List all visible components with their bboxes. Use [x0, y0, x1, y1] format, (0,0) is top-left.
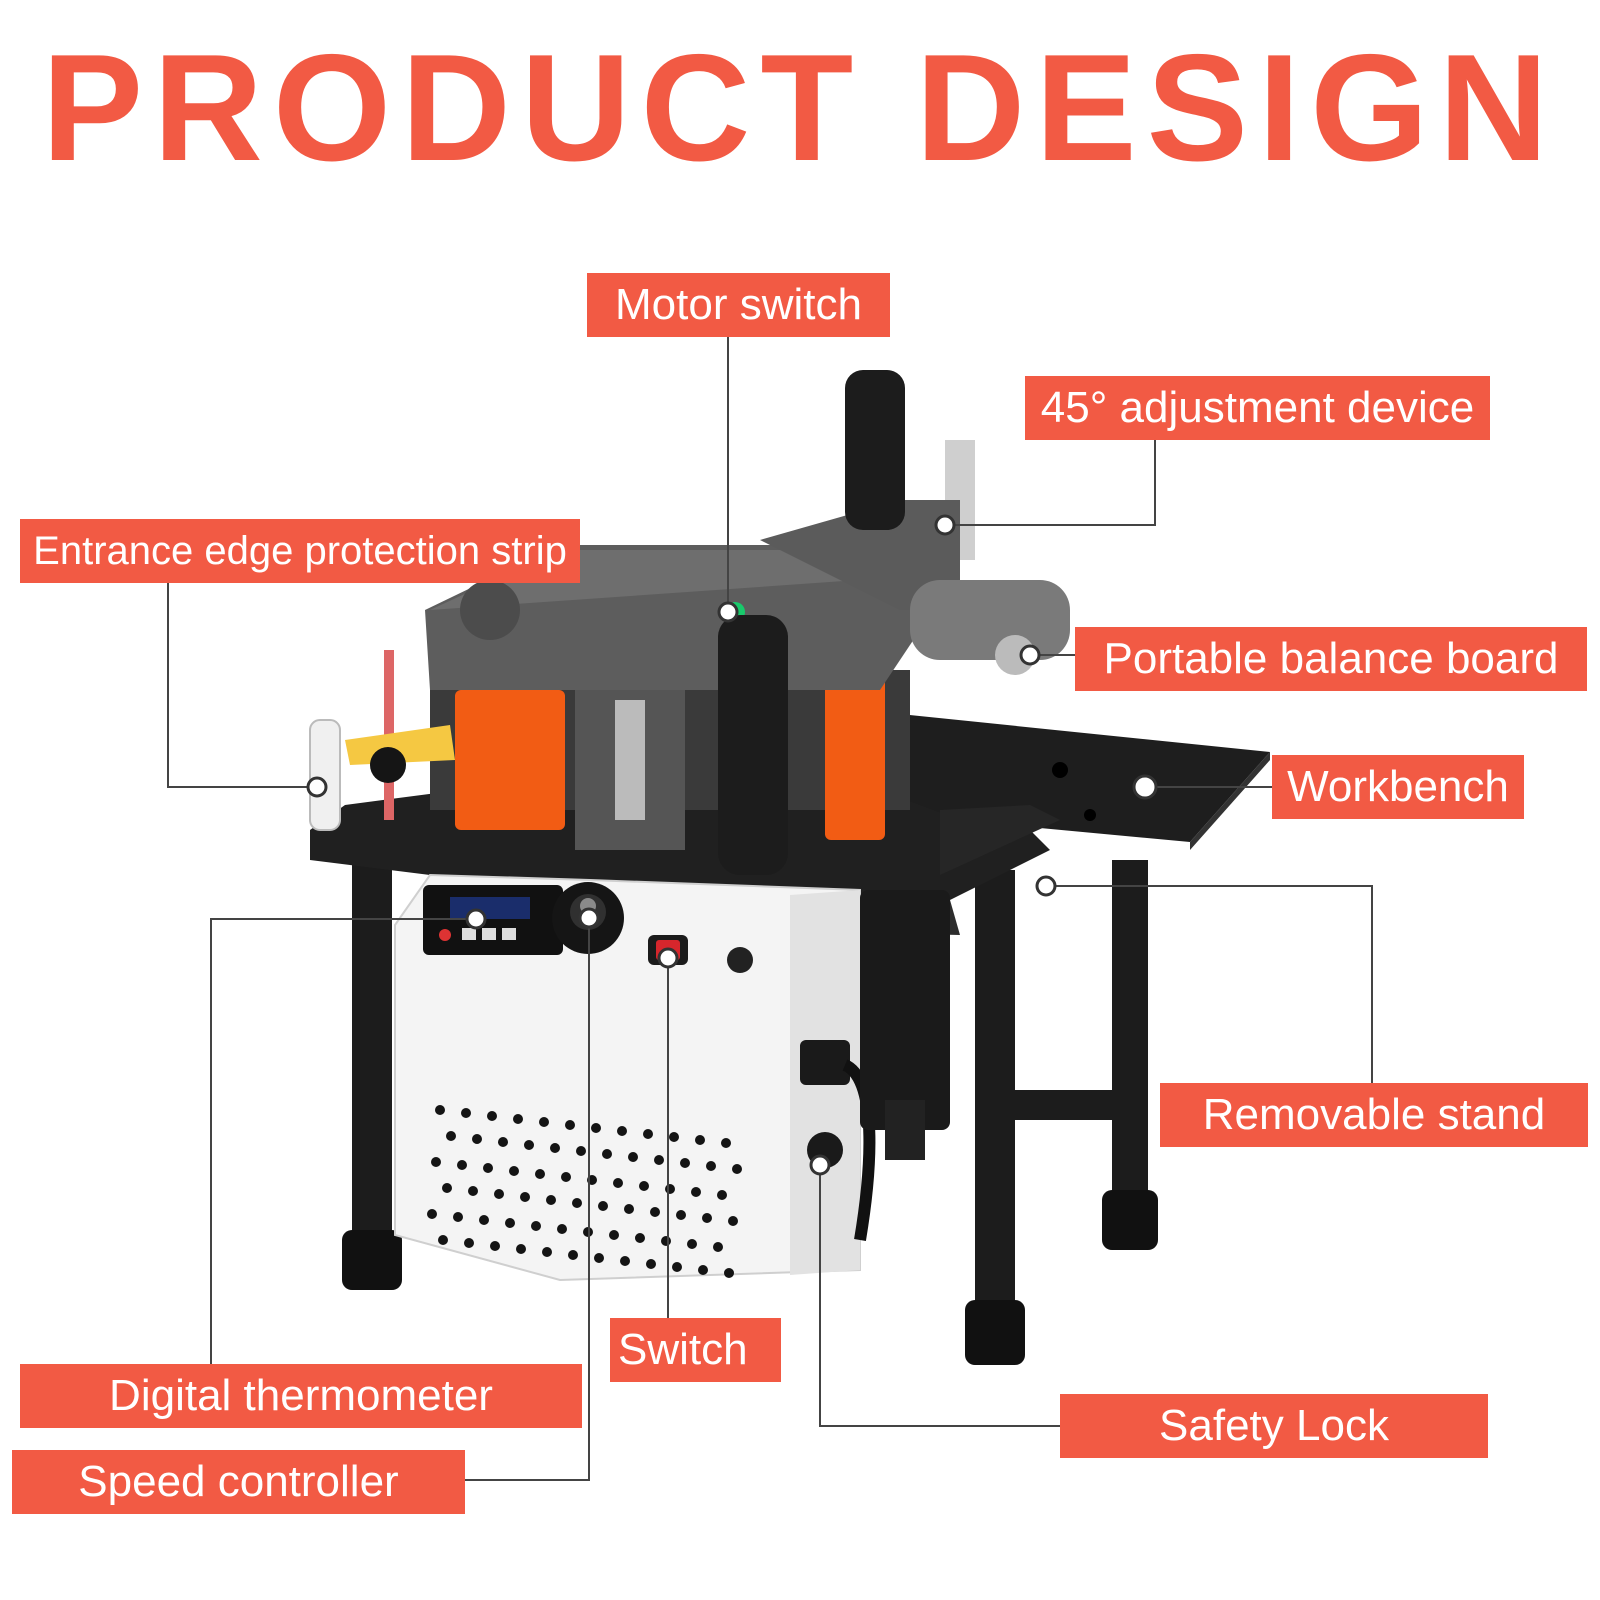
vent-hole: [609, 1230, 619, 1240]
vent-hole: [494, 1189, 504, 1199]
workbench-label: Workbench: [1272, 755, 1524, 819]
page-title: PRODUCT DESIGN: [41, 23, 1559, 193]
vent-hole: [531, 1221, 541, 1231]
vent-hole: [490, 1241, 500, 1251]
callout-dots: [306, 514, 1158, 1176]
vent-hole: [687, 1239, 697, 1249]
vent-hole: [468, 1186, 478, 1196]
vent-hole: [672, 1262, 682, 1272]
vent-hole: [457, 1160, 467, 1170]
vent-hole: [427, 1209, 437, 1219]
vent-hole: [591, 1123, 601, 1133]
vent-hole: [442, 1183, 452, 1193]
vent-hole: [557, 1224, 567, 1234]
vent-hole: [732, 1164, 742, 1174]
entrance-guide-illustration: [309, 650, 455, 831]
vent-hole: [542, 1247, 552, 1257]
vent-hole: [568, 1250, 578, 1260]
vent-hole: [646, 1259, 656, 1269]
control-box-illustration: [394, 873, 876, 1282]
vent-hole: [539, 1117, 549, 1127]
vent-hole: [628, 1152, 638, 1162]
vent-hole: [713, 1242, 723, 1252]
handle-illustration: [718, 370, 905, 875]
vent-hole: [435, 1105, 445, 1115]
vent-hole: [472, 1134, 482, 1144]
vent-hole: [728, 1216, 738, 1226]
vent-hole: [546, 1195, 556, 1205]
vent-hole: [598, 1201, 608, 1211]
removable-stand-illustration: [342, 860, 1158, 1365]
vent-hole: [464, 1238, 474, 1248]
vent-hole: [453, 1212, 463, 1222]
digital-thermometer-label: Digital thermometer: [20, 1364, 582, 1428]
vent-hole: [487, 1111, 497, 1121]
vent-hole: [721, 1138, 731, 1148]
portable-balance-board-label: Portable balance board: [1075, 627, 1587, 691]
vent-hole: [639, 1181, 649, 1191]
removable-stand-label: Removable stand: [1160, 1083, 1588, 1147]
vent-hole: [695, 1135, 705, 1145]
vent-hole: [524, 1140, 534, 1150]
vent-hole: [516, 1244, 526, 1254]
entrance-edge-protection-strip-label: Entrance edge protection strip: [20, 519, 580, 583]
switch-label: Switch: [610, 1318, 781, 1382]
speed-controller-label: Speed controller: [12, 1450, 465, 1514]
vent-hole: [572, 1198, 582, 1208]
vent-hole: [520, 1192, 530, 1202]
vent-hole: [513, 1114, 523, 1124]
vent-hole: [643, 1129, 653, 1139]
vent-hole: [691, 1187, 701, 1197]
vent-hole: [535, 1169, 545, 1179]
vent-hole: [635, 1233, 645, 1243]
vent-hole: [565, 1120, 575, 1130]
vent-hole: [698, 1265, 708, 1275]
vent-hole: [550, 1143, 560, 1153]
vent-hole: [717, 1190, 727, 1200]
motor-illustration: [860, 890, 950, 1160]
vent-hole: [661, 1236, 671, 1246]
vent-hole: [706, 1161, 716, 1171]
vent-hole: [461, 1108, 471, 1118]
vent-hole: [498, 1137, 508, 1147]
vent-hole: [624, 1204, 634, 1214]
vent-holes: [427, 1105, 742, 1278]
vent-hole: [438, 1235, 448, 1245]
vent-hole: [669, 1132, 679, 1142]
safety-lock-label: Safety Lock: [1060, 1394, 1488, 1458]
vent-hole: [576, 1146, 586, 1156]
vent-hole: [561, 1172, 571, 1182]
vent-hole: [483, 1163, 493, 1173]
vent-hole: [724, 1268, 734, 1278]
vent-hole: [617, 1126, 627, 1136]
vent-hole: [431, 1157, 441, 1167]
leader-lines: [167, 337, 1373, 1481]
motor-switch-label: Motor switch: [587, 273, 890, 337]
vent-hole: [650, 1207, 660, 1217]
adjustment-device-label: 45° adjustment device: [1025, 376, 1490, 440]
vent-hole: [446, 1131, 456, 1141]
vent-hole: [620, 1256, 630, 1266]
vent-hole: [680, 1158, 690, 1168]
vent-hole: [594, 1253, 604, 1263]
vent-hole: [479, 1215, 489, 1225]
vent-hole: [654, 1155, 664, 1165]
vent-hole: [613, 1178, 623, 1188]
vent-hole: [505, 1218, 515, 1228]
vent-hole: [665, 1184, 675, 1194]
vent-hole: [676, 1210, 686, 1220]
vent-hole: [602, 1149, 612, 1159]
vent-hole: [509, 1166, 519, 1176]
vent-hole: [702, 1213, 712, 1223]
